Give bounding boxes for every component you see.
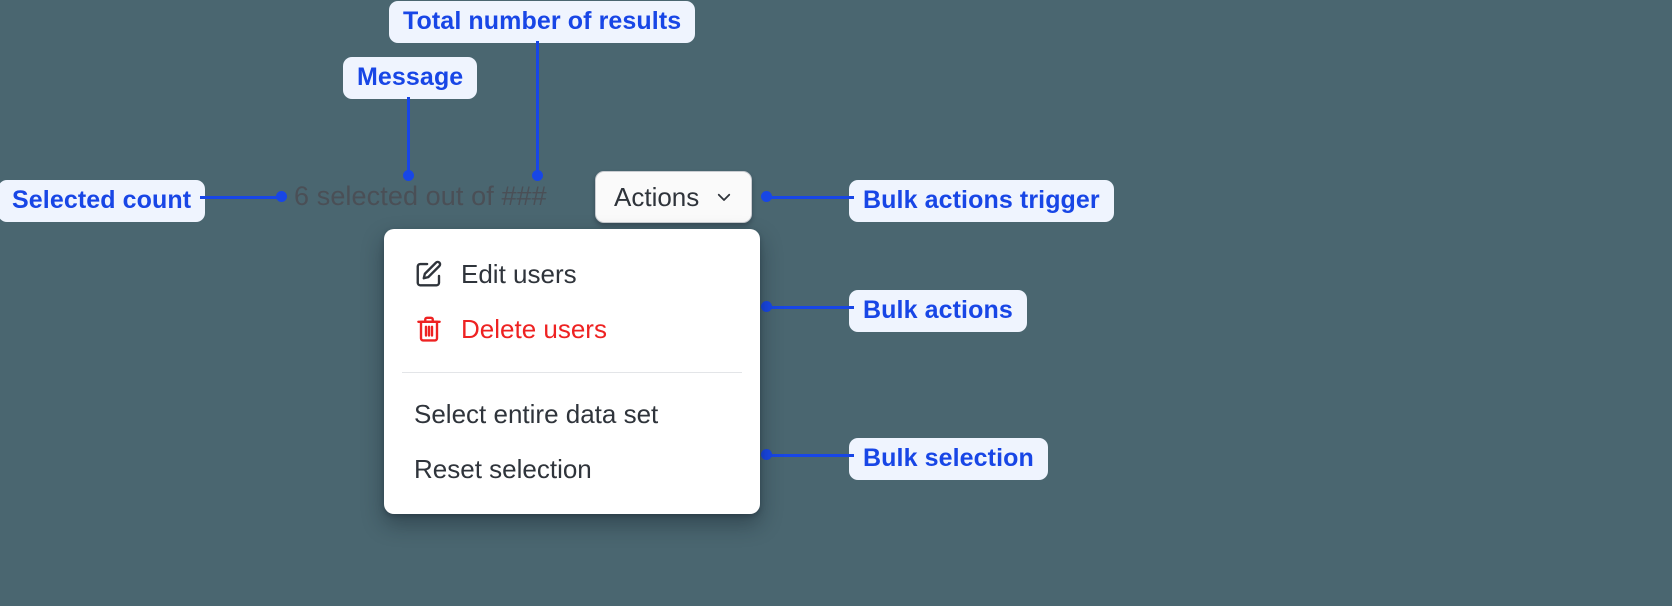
connector-line-total-results (536, 41, 539, 174)
connector-dot-message (403, 170, 414, 181)
menu-item-label: Delete users (461, 313, 607, 344)
annotation-total-number-of-results: Total number of results (389, 1, 696, 44)
menu-item-reset-selection[interactable]: Reset selection (384, 442, 760, 497)
connector-line-selected-count (200, 196, 282, 199)
annotation-message: Message (343, 57, 478, 100)
menu-item-label: Select entire data set (414, 399, 659, 429)
bulk-actions-trigger-label: Actions (614, 181, 700, 212)
menu-separator (402, 372, 742, 373)
bulk-actions-menu: Edit users Delete users Select entire da… (384, 229, 760, 514)
trash-icon (414, 314, 444, 344)
connector-dot-total-results (532, 170, 543, 181)
connector-line-message (407, 97, 410, 174)
pencil-square-icon (414, 259, 444, 289)
menu-item-delete-users[interactable]: Delete users (384, 302, 760, 357)
chevron-down-icon (715, 188, 733, 206)
annotation-bulk-actions-trigger: Bulk actions trigger (849, 180, 1114, 223)
menu-item-label: Reset selection (414, 453, 592, 484)
bulk-actions-trigger-button[interactable]: Actions (595, 171, 753, 223)
annotation-selected-count: Selected count (0, 180, 206, 223)
menu-item-label: Edit users (461, 259, 577, 289)
connector-dot-bulk-actions (761, 301, 772, 312)
annotation-bulk-selection: Bulk selection (849, 438, 1048, 481)
connector-dot-selected-count (276, 191, 287, 202)
connector-line-bulk-selection (766, 454, 854, 457)
connector-dot-bulk-selection (761, 449, 772, 460)
menu-item-select-entire-data-set[interactable]: Select entire data set (384, 387, 760, 442)
annotation-bulk-actions: Bulk actions (849, 290, 1027, 333)
menu-item-edit-users[interactable]: Edit users (384, 247, 760, 302)
connector-line-bulk-trigger (766, 196, 854, 199)
connector-dot-bulk-trigger (761, 191, 772, 202)
selected-count-message: 6 selected out of ### (294, 181, 547, 211)
connector-line-bulk-actions (766, 306, 854, 309)
